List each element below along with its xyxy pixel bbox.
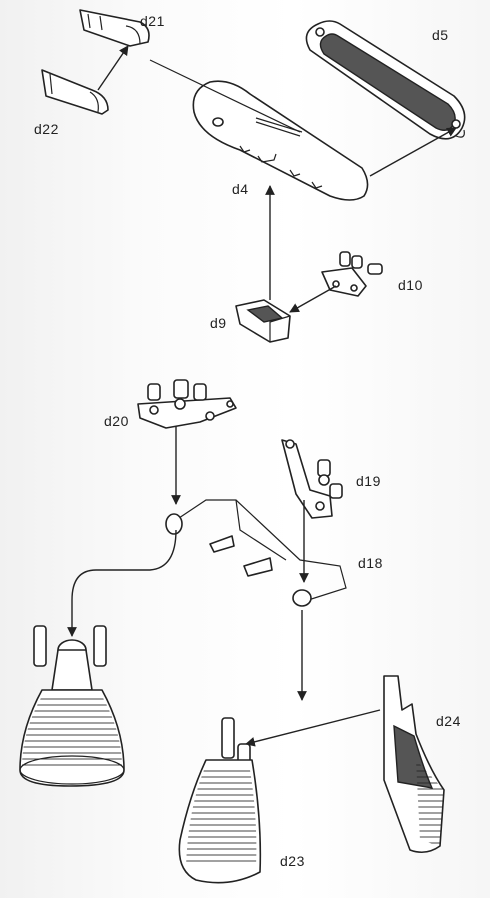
label-d10: d10 (398, 277, 423, 293)
label-d19: d19 (356, 473, 381, 489)
label-d20: d20 (104, 413, 129, 429)
part-d20 (137, 379, 237, 429)
assembly-arrows (67, 45, 457, 747)
label-d4: d4 (232, 181, 249, 197)
label-d22: d22 (34, 121, 59, 137)
label-d23: d23 (280, 853, 305, 869)
arrow-d18-to-left-engine (67, 529, 177, 637)
line-d21-to-d4 (149, 59, 301, 133)
arrow-d10-to-d9 (289, 285, 337, 313)
arrow-d24-to-d23 (245, 709, 381, 747)
part-d21 (79, 9, 150, 47)
label-d21: d21 (140, 13, 165, 29)
part-labels: d21 d5 d22 d4 d10 d9 d20 d19 d18 d24 d23 (34, 13, 461, 869)
label-d18: d18 (358, 555, 383, 571)
part-d10 (321, 251, 383, 297)
part-d5 (305, 20, 466, 140)
label-d5: d5 (432, 27, 449, 43)
arrow-d22-to-d21 (97, 45, 129, 91)
arrow-d4-to-d5 (369, 127, 457, 177)
part-d22 (41, 69, 109, 115)
part-d24 (383, 675, 445, 854)
part-d23 (178, 717, 262, 884)
part-d4 (192, 80, 369, 201)
label-d24: d24 (436, 713, 461, 729)
part-d19 (281, 439, 343, 519)
label-d9: d9 (210, 315, 227, 331)
part-engine-left (19, 625, 125, 787)
part-d9 (235, 299, 291, 343)
part-d18 (165, 499, 347, 607)
